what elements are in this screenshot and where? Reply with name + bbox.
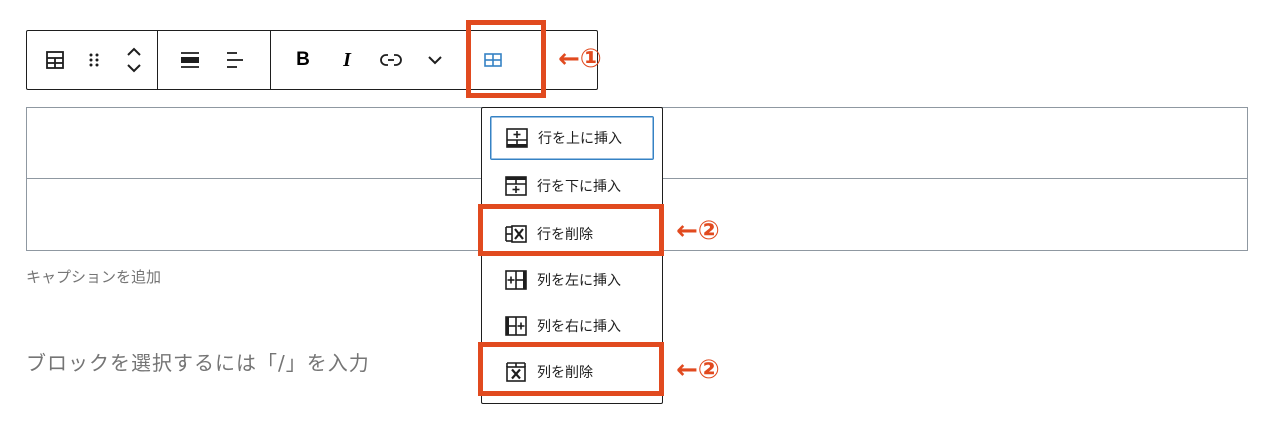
link-button[interactable] [369,31,413,89]
menu-item-insert-column-before[interactable]: 列を左に挿入 [490,258,654,302]
menu-item-label: 行を上に挿入 [538,131,622,147]
menu-item-insert-row-after[interactable]: 行を下に挿入 [490,164,654,208]
delete-column-icon [506,362,526,382]
toolbar-group-block [27,31,158,89]
menu-item-insert-column-after[interactable]: 列を右に挿入 [490,304,654,348]
italic-icon: I [343,48,351,71]
italic-button[interactable]: I [325,31,369,89]
block-toolbar: B I [26,30,598,90]
bold-button[interactable]: B [281,31,325,89]
block-type-button[interactable] [33,31,77,89]
menu-item-insert-row-before[interactable]: 行を上に挿入 [490,116,654,160]
delete-row-icon [505,225,527,243]
block-inserter-placeholder[interactable]: ブロックを選択するには「/」を入力 [26,351,370,375]
table-edit-menu: 行を上に挿入 行を下に挿入 行を削除 [481,107,663,404]
table-edit-button[interactable] [471,31,515,89]
table-caption-placeholder[interactable]: キャプションを追加 [26,268,162,286]
table-edit-icon [484,53,502,67]
insert-row-before-icon [506,128,528,148]
menu-item-label: 列を削除 [537,365,593,381]
toolbar-group-format: B I [271,31,597,89]
drag-handle-button[interactable] [77,31,111,89]
menu-item-label: 列を左に挿入 [537,273,621,289]
align-left-icon [227,52,243,68]
chevron-down-icon [428,56,442,65]
annotation-step-2-column: ←② [676,355,720,385]
bold-icon: B [296,49,310,70]
link-icon [380,54,402,66]
more-formatting-button[interactable] [413,31,457,89]
align-left-button[interactable] [212,31,256,89]
insert-row-after-icon [505,176,527,196]
menu-item-delete-column[interactable]: 列を削除 [490,350,654,394]
menu-item-label: 行を下に挿入 [537,179,621,195]
move-up-down-button[interactable] [111,31,157,89]
insert-column-after-icon [505,316,527,336]
align-wide-button[interactable] [168,31,212,89]
drag-handle-icon [89,53,99,67]
toolbar-group-align [158,31,271,89]
annotation-step-2-row: ←② [676,216,720,246]
menu-item-delete-row[interactable]: 行を削除 [490,212,654,256]
move-up-down-icon [127,47,141,73]
menu-item-label: 行を削除 [537,227,593,243]
insert-column-before-icon [505,270,527,290]
align-wide-icon [181,52,199,68]
table-icon [46,51,64,69]
menu-item-label: 列を右に挿入 [537,319,621,335]
annotation-step-1: ←① [558,44,602,74]
